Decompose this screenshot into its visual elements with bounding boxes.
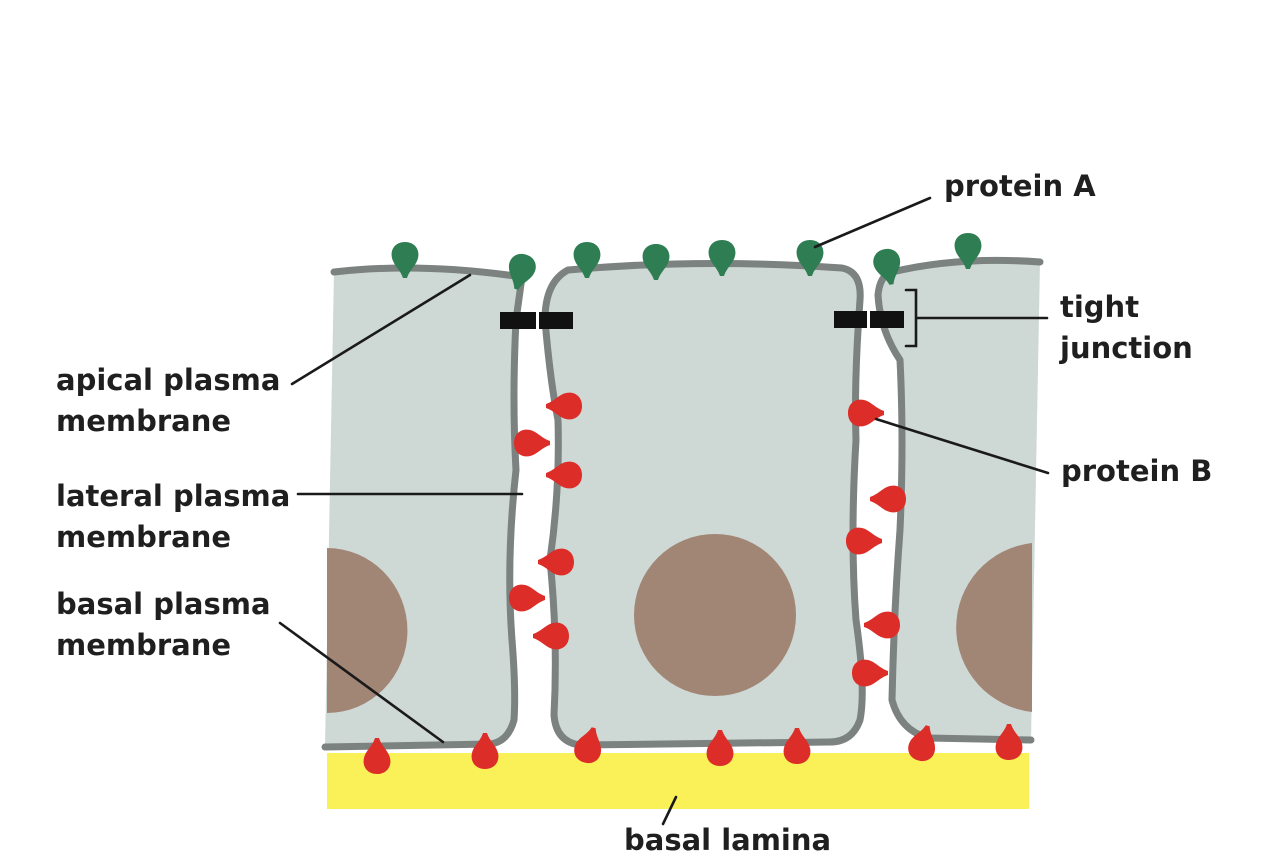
protein-a (796, 240, 824, 276)
protein-a (642, 244, 670, 280)
label-basal-lamina-text: basal lamina (624, 823, 832, 857)
protein-b (363, 738, 391, 774)
protein-b (852, 659, 888, 687)
protein-b (514, 429, 550, 457)
protein-b (706, 730, 734, 766)
label-lateral-membrane: lateral plasma membrane (56, 476, 290, 558)
protein-b (870, 485, 906, 513)
label-basal-membrane: basal plasma membrane (56, 584, 271, 666)
protein-b (471, 733, 499, 769)
label-tight-junction: tight junction (1060, 287, 1193, 369)
protein-b (546, 461, 582, 489)
protein-b (864, 611, 900, 639)
protein-a (708, 240, 736, 276)
protein-a (954, 233, 982, 269)
label-protein-b: protein B (1061, 451, 1212, 492)
label-tight-junction-line2: junction (1060, 331, 1193, 365)
label-protein-a: protein A (944, 166, 1096, 207)
leader-basal-membrane (278, 621, 445, 744)
label-tight-junction-line1: tight (1060, 290, 1140, 324)
nucleus-center (634, 534, 796, 696)
label-lateral-membrane-line2: membrane (56, 520, 232, 554)
membrane-right (874, 256, 1044, 744)
tight-junction-left-a (500, 312, 536, 329)
membrane-center (541, 259, 866, 749)
tight-junction-right-a (834, 311, 867, 328)
protein-b (546, 392, 582, 420)
protein-b (848, 399, 884, 427)
label-apical-membrane-line2: membrane (56, 404, 232, 438)
protein-b (995, 724, 1023, 760)
protein-a (391, 242, 419, 278)
leader-protein-b (874, 417, 1050, 475)
leader-protein-a (813, 196, 932, 249)
tight-junction-right-b (870, 311, 904, 328)
protein-b (908, 725, 936, 762)
protein-b (783, 728, 811, 764)
protein-b (538, 548, 574, 576)
label-protein-b-text: protein B (1061, 454, 1213, 488)
nucleus-right (956, 543, 1032, 712)
protein-b (509, 584, 545, 612)
label-basal-lamina: basal lamina (624, 820, 831, 861)
label-basal-membrane-line1: basal plasma (56, 587, 271, 621)
protein-b (846, 527, 882, 555)
leader-apical-membrane (290, 273, 472, 386)
protein-b (574, 727, 602, 764)
protein-a (573, 242, 601, 278)
protein-b (533, 622, 569, 650)
label-apical-membrane-line1: apical plasma (56, 363, 281, 397)
label-basal-membrane-line2: membrane (56, 628, 232, 662)
protein-a (873, 248, 901, 285)
tight-junction-left-b (539, 312, 573, 329)
tight-junction-bracket (904, 288, 918, 348)
basal-lamina (327, 753, 1029, 809)
label-lateral-membrane-line1: lateral plasma (56, 479, 291, 513)
label-apical-membrane: apical plasma membrane (56, 360, 280, 442)
membrane-left (321, 264, 526, 751)
label-protein-a-text: protein A (944, 169, 1096, 203)
protein-a (508, 253, 536, 290)
leader-basal-lamina (661, 795, 678, 826)
